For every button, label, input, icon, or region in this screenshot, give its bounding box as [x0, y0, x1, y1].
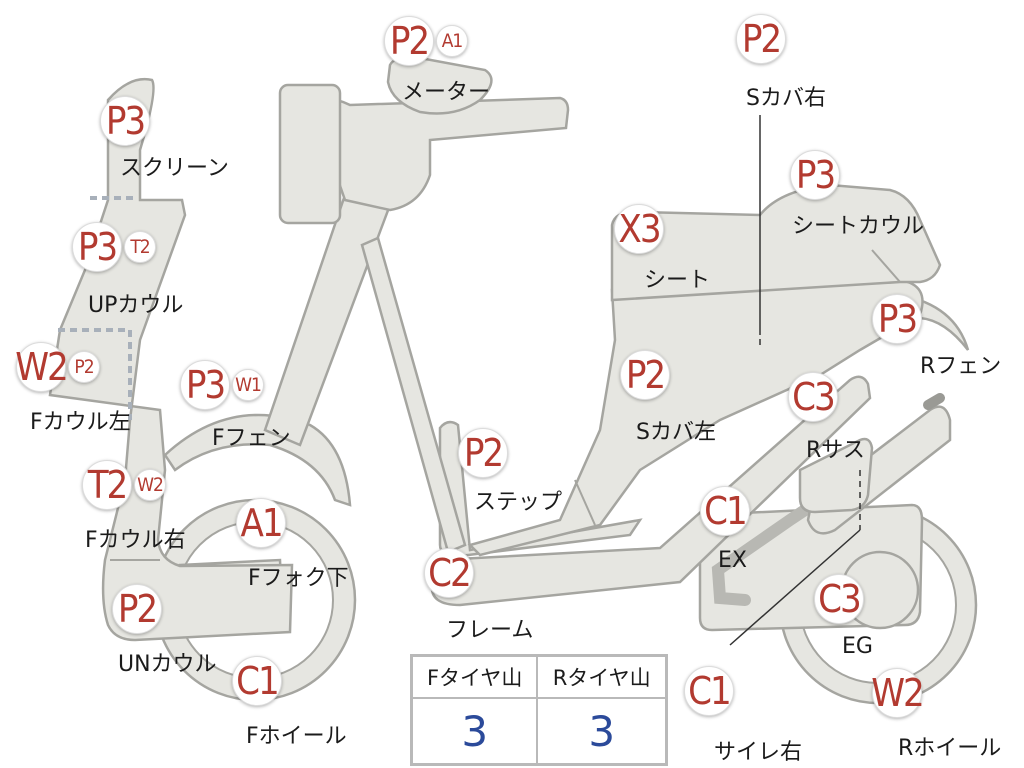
- grade-badge: P3: [872, 294, 922, 344]
- f-tire-header: Fタイヤ山: [410, 654, 539, 699]
- grade-badge-small: W1: [232, 369, 264, 401]
- grade-badge: P2: [736, 14, 786, 64]
- r-fender-label: Rフェン: [920, 354, 1002, 379]
- grade-badge: C2: [424, 548, 474, 598]
- grade-badge: X3: [614, 204, 664, 254]
- side-cover-seam: [574, 479, 596, 526]
- f-fender-grade: P3 W1: [180, 360, 266, 410]
- seat-label: シート: [644, 268, 711, 293]
- grade-badge: P3: [790, 150, 840, 200]
- s-cover-left-grade: P2: [620, 350, 672, 400]
- engine-grade: C3: [814, 574, 866, 624]
- f-cowl-left-grade: W2 P2: [15, 342, 102, 392]
- seat-grade: X3: [614, 204, 666, 254]
- up-cowl-grade: P3 T2: [72, 222, 158, 272]
- seat-cowl-label: シートカウル: [792, 214, 925, 239]
- grade-badge: P2: [384, 16, 434, 66]
- seat-cowl-seam: [871, 249, 901, 283]
- r-sus-grade: C3: [788, 372, 840, 422]
- up-cowl-label: UPカウル: [88, 293, 184, 318]
- screen-label: スクリーン: [120, 156, 229, 181]
- silencer-right-grade: C1: [684, 666, 736, 716]
- grade-badge: C1: [684, 666, 734, 716]
- grade-badge: P3: [100, 96, 150, 146]
- r-wheel-label: Rホイール: [898, 736, 1002, 761]
- grade-badge: W2: [871, 668, 925, 718]
- front-cowl-shape: [48, 77, 294, 642]
- grade-badge: P2: [620, 350, 670, 400]
- grade-badge: C1: [232, 656, 282, 706]
- step-grade: P2: [458, 428, 510, 478]
- grade-badge-small: T2: [124, 231, 156, 263]
- f-tire-value: 3: [410, 697, 539, 766]
- grade-badge: C1: [700, 486, 750, 536]
- grade-badge: W2: [15, 342, 69, 392]
- engine-label: EG: [842, 634, 873, 659]
- s-cover-right-label: Sカバ右: [746, 86, 826, 111]
- frame-grade: C2: [424, 548, 476, 598]
- silencer-leader: [729, 529, 861, 646]
- handlebar-shape: [308, 96, 570, 212]
- r-wheel-grade: W2: [871, 668, 925, 718]
- up-cowl-dash: [58, 328, 132, 420]
- grade-badge: C3: [788, 372, 838, 422]
- f-wheel-grade: C1: [232, 656, 284, 706]
- f-wheel-label: Fホイール: [246, 724, 347, 749]
- step-label: ステップ: [474, 490, 563, 515]
- handle-grip-shape: [278, 83, 342, 225]
- silencer-right-label: サイレ右: [714, 740, 803, 765]
- s-cover-left-label: Sカバ左: [636, 420, 716, 445]
- r-tire-header: Rタイヤ山: [536, 654, 668, 699]
- screen-grade: P3: [100, 96, 152, 146]
- grade-badge: P3: [180, 360, 230, 410]
- grade-badge: P3: [72, 222, 122, 272]
- r-fender-grade: P3: [872, 294, 924, 344]
- grade-badge: P2: [458, 428, 508, 478]
- grade-badge: C3: [814, 574, 864, 624]
- grade-badge-small: W2: [134, 469, 166, 501]
- f-fork-lower-label: Fフォク下: [248, 566, 349, 591]
- rear-suspension-rod-shape: [923, 393, 945, 410]
- un-cowl-grade: P2: [112, 584, 164, 634]
- s-cover-right-grade: P2: [736, 14, 788, 64]
- seat-cowl-grade: P3: [790, 150, 842, 200]
- un-cowl-label: UNカウル: [118, 652, 217, 677]
- steering-rear-shape: [360, 236, 467, 554]
- grade-badge-small: P2: [68, 351, 100, 383]
- exhaust-pipe-shape: [711, 502, 814, 606]
- f-fork-lower-grade: A1: [236, 498, 288, 548]
- exhaust-label: EX: [718, 548, 747, 573]
- f-cowl-right-grade: T2 W2: [82, 460, 168, 510]
- tire-tread-table: Fタイヤ山 Rタイヤ山 3 3: [410, 654, 668, 766]
- grade-badge-small: A1: [436, 25, 468, 57]
- meter-label: メーター: [402, 80, 491, 105]
- exhaust-grade: C1: [700, 486, 752, 536]
- grade-badge: A1: [236, 498, 286, 548]
- f-cowl-left-label: Fカウル左: [30, 410, 131, 435]
- f-cowl-right-label: Fカウル右: [85, 528, 186, 553]
- r-sus-label: Rサス: [806, 438, 865, 463]
- rear-suspension-body-shape: [798, 437, 874, 514]
- meter-grade: P2 A1: [384, 16, 470, 66]
- frame-label: フレーム: [446, 618, 534, 643]
- f-fender-label: Fフェン: [212, 426, 291, 451]
- grade-badge: P2: [112, 584, 162, 634]
- steering-column-shape: [263, 193, 392, 447]
- grade-badge: T2: [82, 460, 132, 510]
- r-tire-value: 3: [536, 697, 668, 766]
